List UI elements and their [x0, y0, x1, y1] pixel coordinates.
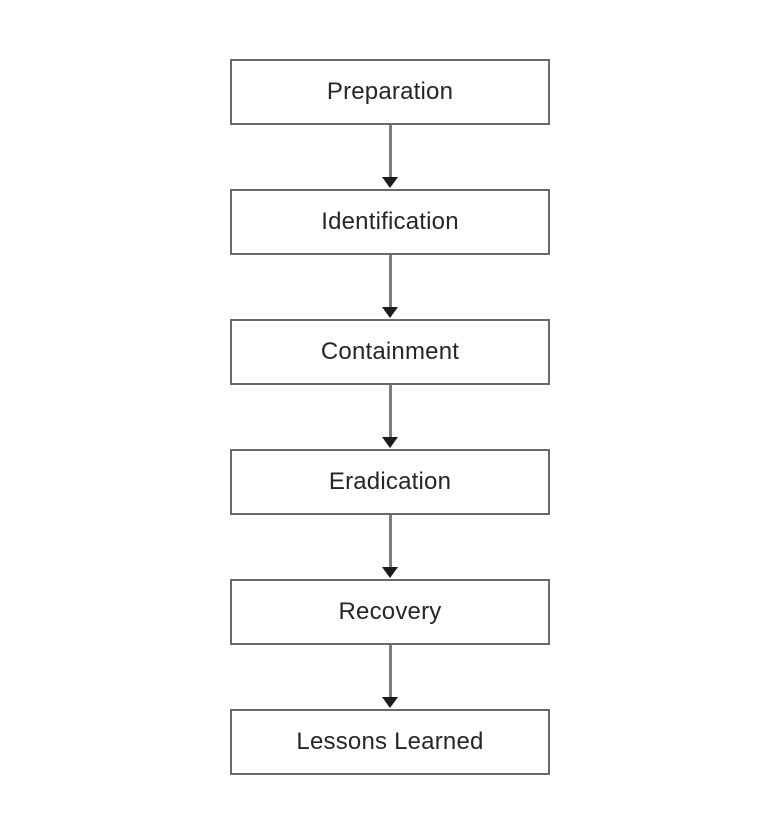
arrow-line	[388, 385, 392, 437]
step-label-eradication: Eradication	[328, 468, 452, 495]
flow-step-recovery: Recovery	[230, 579, 550, 645]
arrow-line	[388, 125, 392, 177]
flow-step-containment: Containment	[230, 319, 550, 385]
step-label-preparation: Preparation	[326, 78, 454, 105]
arrow-line	[388, 515, 392, 567]
arrow-down-icon	[382, 567, 398, 578]
arrow-line	[388, 645, 392, 697]
arrow-down-icon	[382, 177, 398, 188]
flow-step-eradication: Eradication	[230, 449, 550, 515]
down-arrow	[382, 515, 398, 579]
flowchart: Preparation Identification Containment E…	[0, 59, 780, 775]
down-arrow	[382, 645, 398, 709]
down-arrow	[382, 385, 398, 449]
flow-step-preparation: Preparation	[230, 59, 550, 125]
step-label-containment: Containment	[320, 338, 460, 365]
arrow-down-icon	[382, 307, 398, 318]
arrow-down-icon	[382, 437, 398, 448]
arrow-line	[388, 255, 392, 307]
flow-step-lessons-learned: Lessons Learned	[230, 709, 550, 775]
flow-step-identification: Identification	[230, 189, 550, 255]
step-label-identification: Identification	[321, 208, 459, 235]
step-label-recovery: Recovery	[338, 598, 442, 625]
down-arrow	[382, 125, 398, 189]
arrow-down-icon	[382, 697, 398, 708]
step-label-lessons-learned: Lessons Learned	[296, 728, 484, 755]
down-arrow	[382, 255, 398, 319]
